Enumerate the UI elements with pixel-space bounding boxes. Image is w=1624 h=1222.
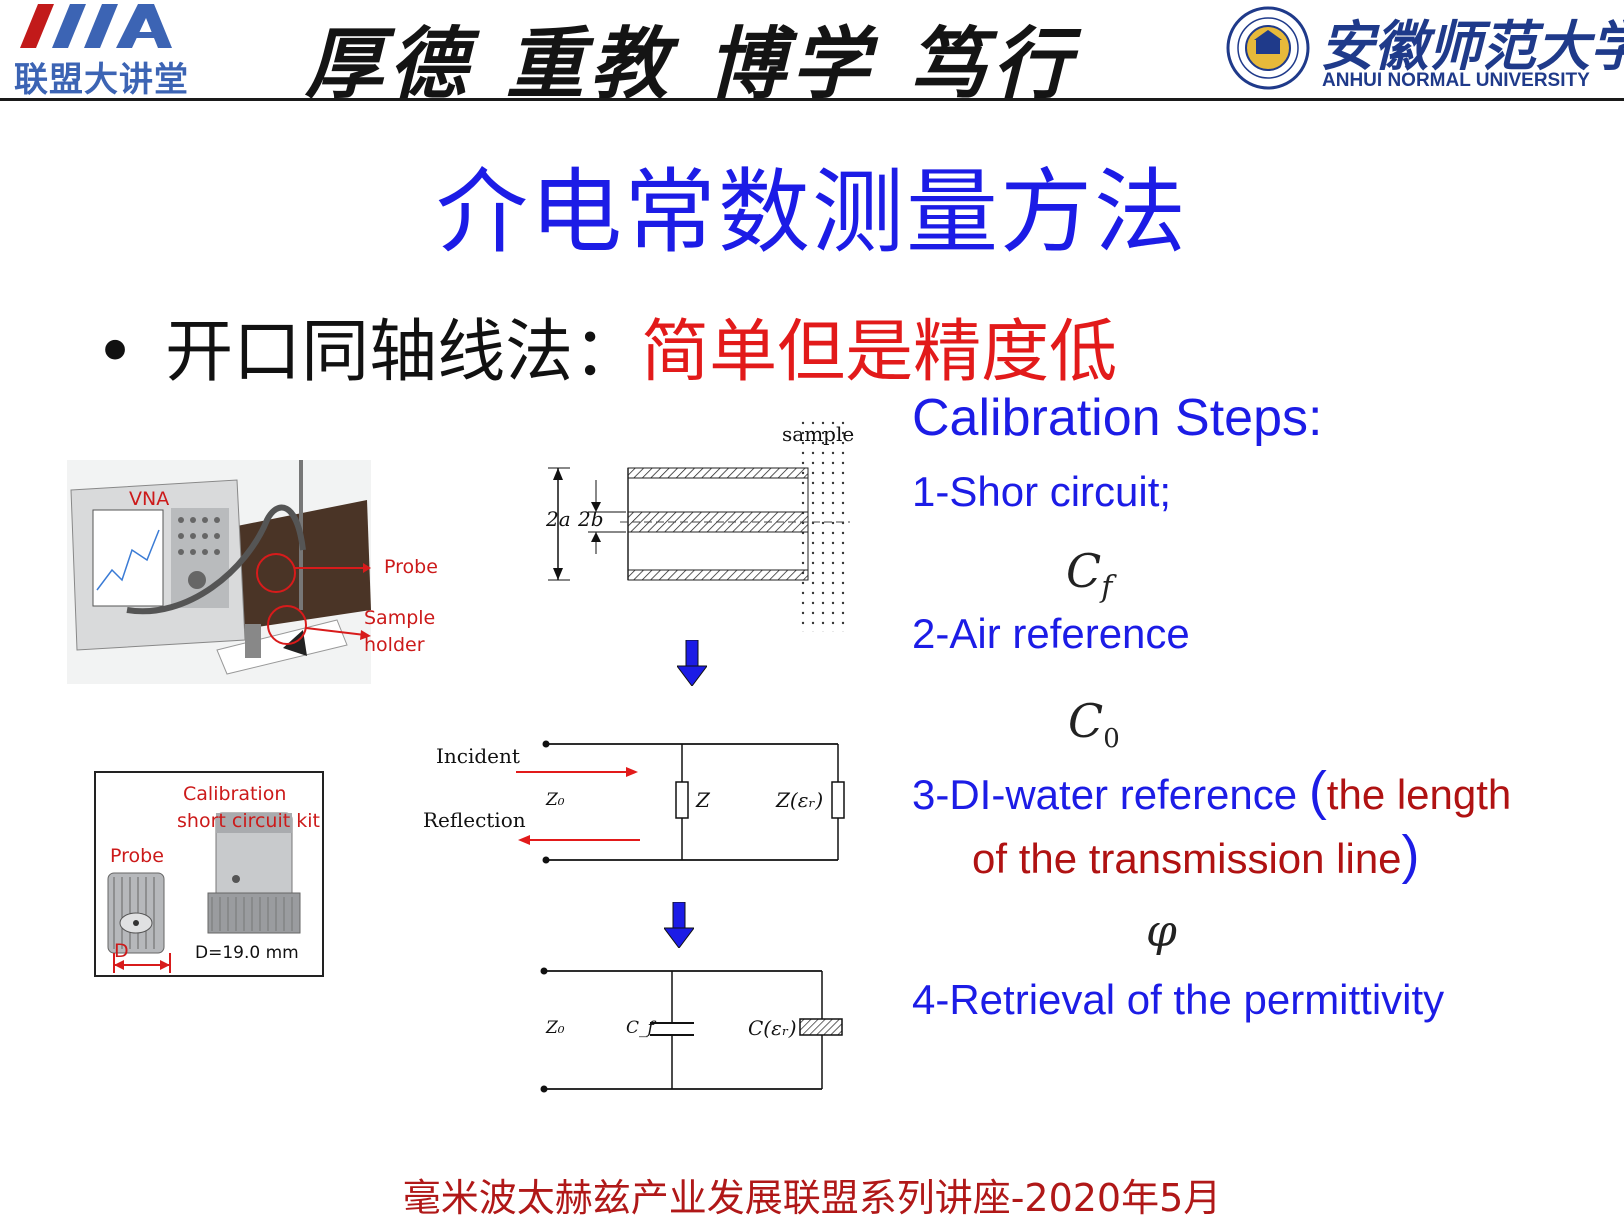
calibration-step-3: 3-DI-water reference (the length (912, 760, 1511, 822)
c0-symbol: C (1068, 694, 1104, 748)
down-arrow-icon-2 (664, 902, 694, 948)
short-circuit-kit-label: short circuit kit (177, 810, 320, 832)
z0-bottom-label: Z₀ (546, 1018, 565, 1038)
step3-red-text-1: the length (1326, 771, 1512, 818)
probe-label: Probe (384, 556, 438, 578)
reflection-label: Reflection (423, 808, 526, 832)
sample-label: Sample (364, 607, 436, 629)
footer-text: 毫米波太赫兹产业发展联盟系列讲座-2020年5月 (402, 1176, 1222, 1220)
calibration-heading: Calibration Steps: (912, 389, 1323, 447)
step3-paren-close: ) (1401, 825, 1420, 885)
z-er-label: Z(εᵣ) (776, 788, 824, 812)
university-name-en: ANHUI NORMAL UNIVERSITY (1322, 70, 1590, 91)
calibration-step-1: 1-Shor circuit; (912, 468, 1172, 515)
calibration-step-3-cont: of the transmission line) (972, 824, 1420, 886)
header: 联盟大讲堂 厚德 重教 博学 笃行 安徽师范大学 ANHUI NORMAL UN… (0, 0, 1624, 110)
c-er-label: C(εᵣ) (748, 1016, 797, 1040)
step3-red-text-2: of the transmission line (972, 835, 1402, 882)
calibration-kit-illustration (107, 812, 301, 973)
calibration-step-4: 4-Retrieval of the permittivity (912, 976, 1445, 1023)
bullet-label: 开口同轴线法： (165, 313, 642, 392)
diameter-d-label: D (114, 940, 129, 962)
z-label: Z (696, 788, 710, 812)
cf-symbol: C (1066, 544, 1102, 598)
down-arrow-icon (677, 640, 707, 686)
dimension-2b-label: 2b (578, 507, 604, 531)
step3-text: 3-DI-water reference (912, 771, 1309, 818)
c0-subscript: 0 (1103, 724, 1120, 755)
dimension-2a-label: 2a (546, 507, 571, 531)
alliance-logo-icon (20, 4, 172, 48)
bullet-symbol: • (95, 313, 136, 392)
incident-label: Incident (436, 744, 520, 768)
vna-setup-illustration (67, 460, 371, 684)
slide-title: 介电常数测量方法 (435, 159, 1188, 266)
calibration-kit-photo (94, 771, 324, 977)
header-divider (0, 98, 1624, 101)
c0-formula: C0 (1068, 694, 1120, 754)
phi-symbol: φ (1146, 906, 1177, 957)
holder-label: holder (364, 634, 425, 656)
university-name-cn: 安徽师范大学 (1320, 14, 1624, 78)
cf-formula: Cf (1066, 544, 1112, 605)
cf-subscript: f (1101, 570, 1113, 606)
vna-setup-photo (67, 460, 371, 684)
calibration-label: Calibration (183, 783, 287, 805)
capacitor-circuit-diagram (540, 967, 843, 1093)
university-motto: 厚德 重教 博学 笃行 (305, 19, 1077, 110)
sample-diagram-label: sample (782, 422, 855, 446)
vna-label: VNA (129, 488, 170, 510)
z0-top-label: Z₀ (546, 790, 565, 810)
logo-text: 联盟大讲堂 (14, 60, 189, 100)
calibration-step-2: 2-Air reference (912, 610, 1190, 657)
bullet-highlight: 简单但是精度低 (641, 313, 1118, 392)
impedance-circuit-diagram (516, 740, 845, 864)
step3-paren-open: ( (1308, 761, 1327, 821)
probe-label-2: Probe (110, 845, 164, 867)
diameter-value-label: D=19.0 mm (195, 943, 299, 963)
bullet-point: • 开口同轴线法：简单但是精度低 (95, 296, 1117, 395)
coax-cross-section-diagram (548, 420, 851, 632)
university-seal-icon (1226, 6, 1310, 90)
cf-label: C_f (626, 1018, 654, 1038)
